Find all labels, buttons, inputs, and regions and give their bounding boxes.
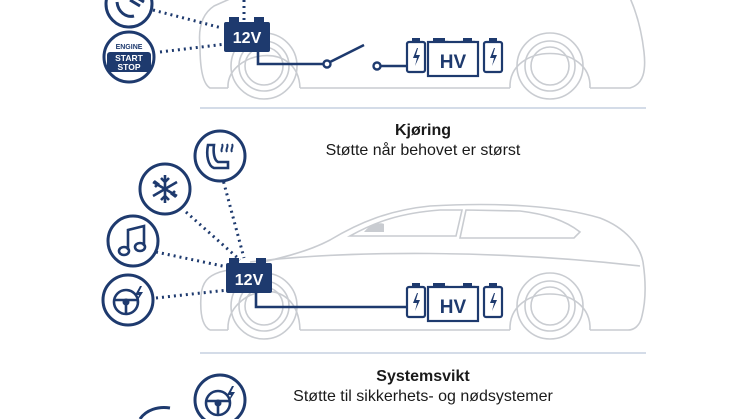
section-subtitle: Støtte når behovet er størst xyxy=(325,142,521,159)
top-panel: ENGINE START STOP 12V HV xyxy=(102,0,646,100)
top-wire xyxy=(256,52,324,66)
middle-wire xyxy=(254,293,406,309)
hv-label: HV xyxy=(440,52,467,73)
steering-wheel-icon xyxy=(193,373,247,419)
middle-battery-12v: 12V xyxy=(226,258,272,293)
section-title: Systemsvikt xyxy=(376,368,470,385)
switch-contact xyxy=(322,59,332,69)
stop-label: STOP xyxy=(118,62,141,72)
hv-battery-icon: HV xyxy=(405,36,504,78)
hv-battery-icon: HV xyxy=(405,281,504,323)
snowflake-connector xyxy=(185,210,241,262)
engine-start-stop-icon: ENGINE START STOP xyxy=(102,30,156,84)
hv-label: HV xyxy=(440,297,467,318)
seat-connector xyxy=(220,175,246,259)
partial-icon xyxy=(138,406,171,419)
section-subtitle: Støtte til sikkerhets- og nødsystemer xyxy=(293,388,553,405)
snowflake-icon xyxy=(138,162,192,216)
top-battery-12v: 12V xyxy=(224,17,270,52)
section-title: Kjøring xyxy=(395,122,451,139)
top-connector xyxy=(152,8,223,30)
signal-icon xyxy=(104,0,154,29)
engine-label: ENGINE xyxy=(116,44,143,51)
steering-wheel-icon xyxy=(101,273,155,327)
middle-panel: 12V HV xyxy=(101,129,646,340)
top-rear-wheel xyxy=(516,32,584,100)
driving-caption: Kjøring Støtte når behovet er størst xyxy=(200,121,646,161)
steering-connector xyxy=(155,288,229,300)
music-connector xyxy=(155,250,233,270)
system-failure-caption: Systemsvikt Støtte til sikkerhets- og nø… xyxy=(200,367,646,407)
heated-seat-icon xyxy=(193,129,247,183)
bottom-panel xyxy=(138,373,247,419)
start-label: START xyxy=(115,53,144,63)
middle-rear-wheel xyxy=(516,272,584,340)
music-note-icon xyxy=(106,214,160,268)
top-car-outline xyxy=(198,0,646,89)
battery-12v-label: 12V xyxy=(233,30,262,47)
battery-12v-label: 12V xyxy=(235,272,264,289)
top-connector xyxy=(159,42,227,54)
switch-contact xyxy=(372,61,382,71)
switch-icon xyxy=(329,43,365,64)
side-mirror xyxy=(364,223,384,232)
